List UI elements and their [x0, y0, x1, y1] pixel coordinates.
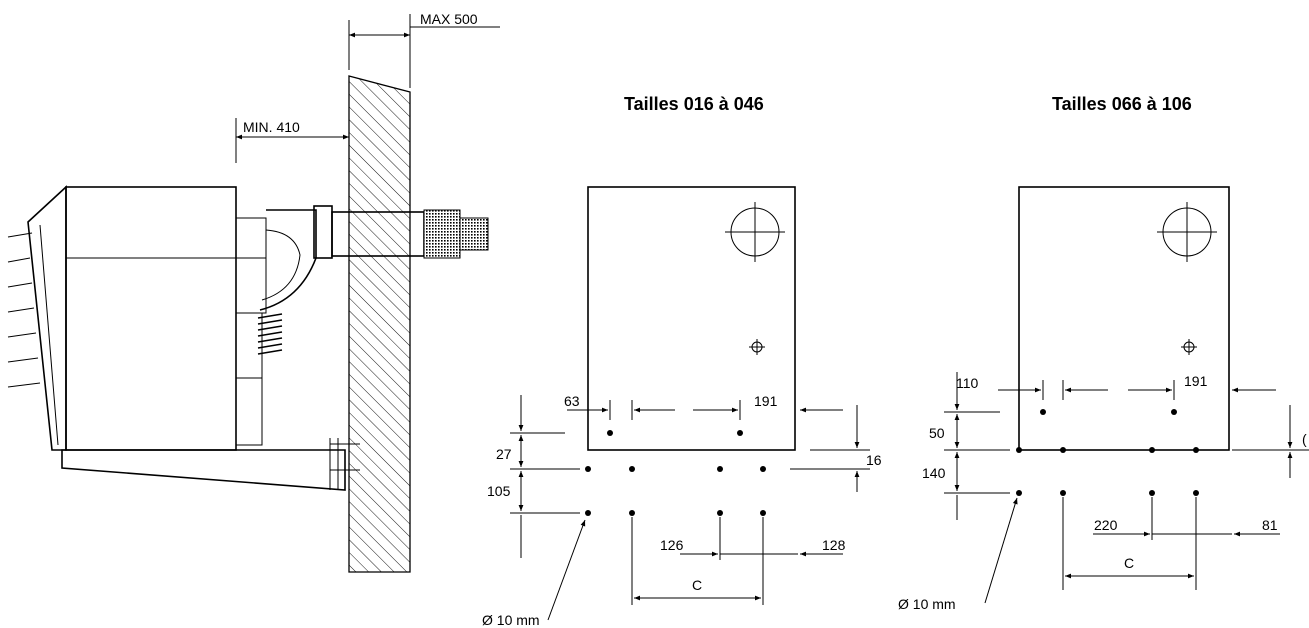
small-crosshair: [749, 339, 765, 355]
dim-220: 220: [1094, 517, 1118, 533]
dim-c: C: [692, 577, 702, 593]
small-crosshair: [1181, 339, 1197, 355]
flue-pipe: [259, 205, 489, 311]
boiler-body: [7, 185, 360, 491]
hole-label-left: Ø 10 mm: [482, 612, 540, 628]
dim-126: 126: [660, 537, 684, 553]
dim-110: 110: [956, 375, 979, 391]
dim-128: 128: [822, 537, 846, 553]
dim-min-410: MIN. 410: [235, 118, 349, 163]
max-label: MAX 500: [420, 11, 478, 27]
dim-191: 191: [754, 393, 778, 409]
mounting-hole-dot: [1016, 409, 1199, 496]
panel-016-046: Tailles 016 à 046: [482, 94, 882, 628]
dim-max-500: MAX 500: [348, 11, 500, 88]
hatch-pattern: [7, 232, 41, 388]
dim-105: 105: [487, 483, 511, 499]
dim-50: 50: [929, 425, 945, 441]
panel-right-title: Tailles 066 à 106: [1052, 94, 1192, 114]
dim-c-right: C: [1124, 555, 1134, 571]
crosshair-circle: [1157, 202, 1217, 262]
side-view: MAX 500 MIN. 410: [7, 11, 500, 573]
panel-066-106: Tailles 066 à 106: [898, 94, 1309, 612]
dim-27: 27: [496, 446, 512, 462]
dim-cut: (: [1302, 431, 1307, 447]
min-label: MIN. 410: [243, 119, 300, 135]
coil: [257, 313, 283, 355]
hole-label-right: Ø 10 mm: [898, 596, 956, 612]
dim-16: 16: [866, 452, 882, 468]
dim-63: 63: [564, 393, 580, 409]
wall: [348, 75, 411, 573]
crosshair-circle: [725, 202, 785, 262]
panel-right-plate: [1018, 186, 1230, 451]
panel-left-title: Tailles 016 à 046: [624, 94, 764, 114]
dim-191-right: 191: [1184, 373, 1208, 389]
mounting-hole-dot: [585, 430, 766, 516]
panel-left-plate: [587, 186, 796, 451]
dim-81: 81: [1262, 517, 1278, 533]
dim-140: 140: [922, 465, 946, 481]
